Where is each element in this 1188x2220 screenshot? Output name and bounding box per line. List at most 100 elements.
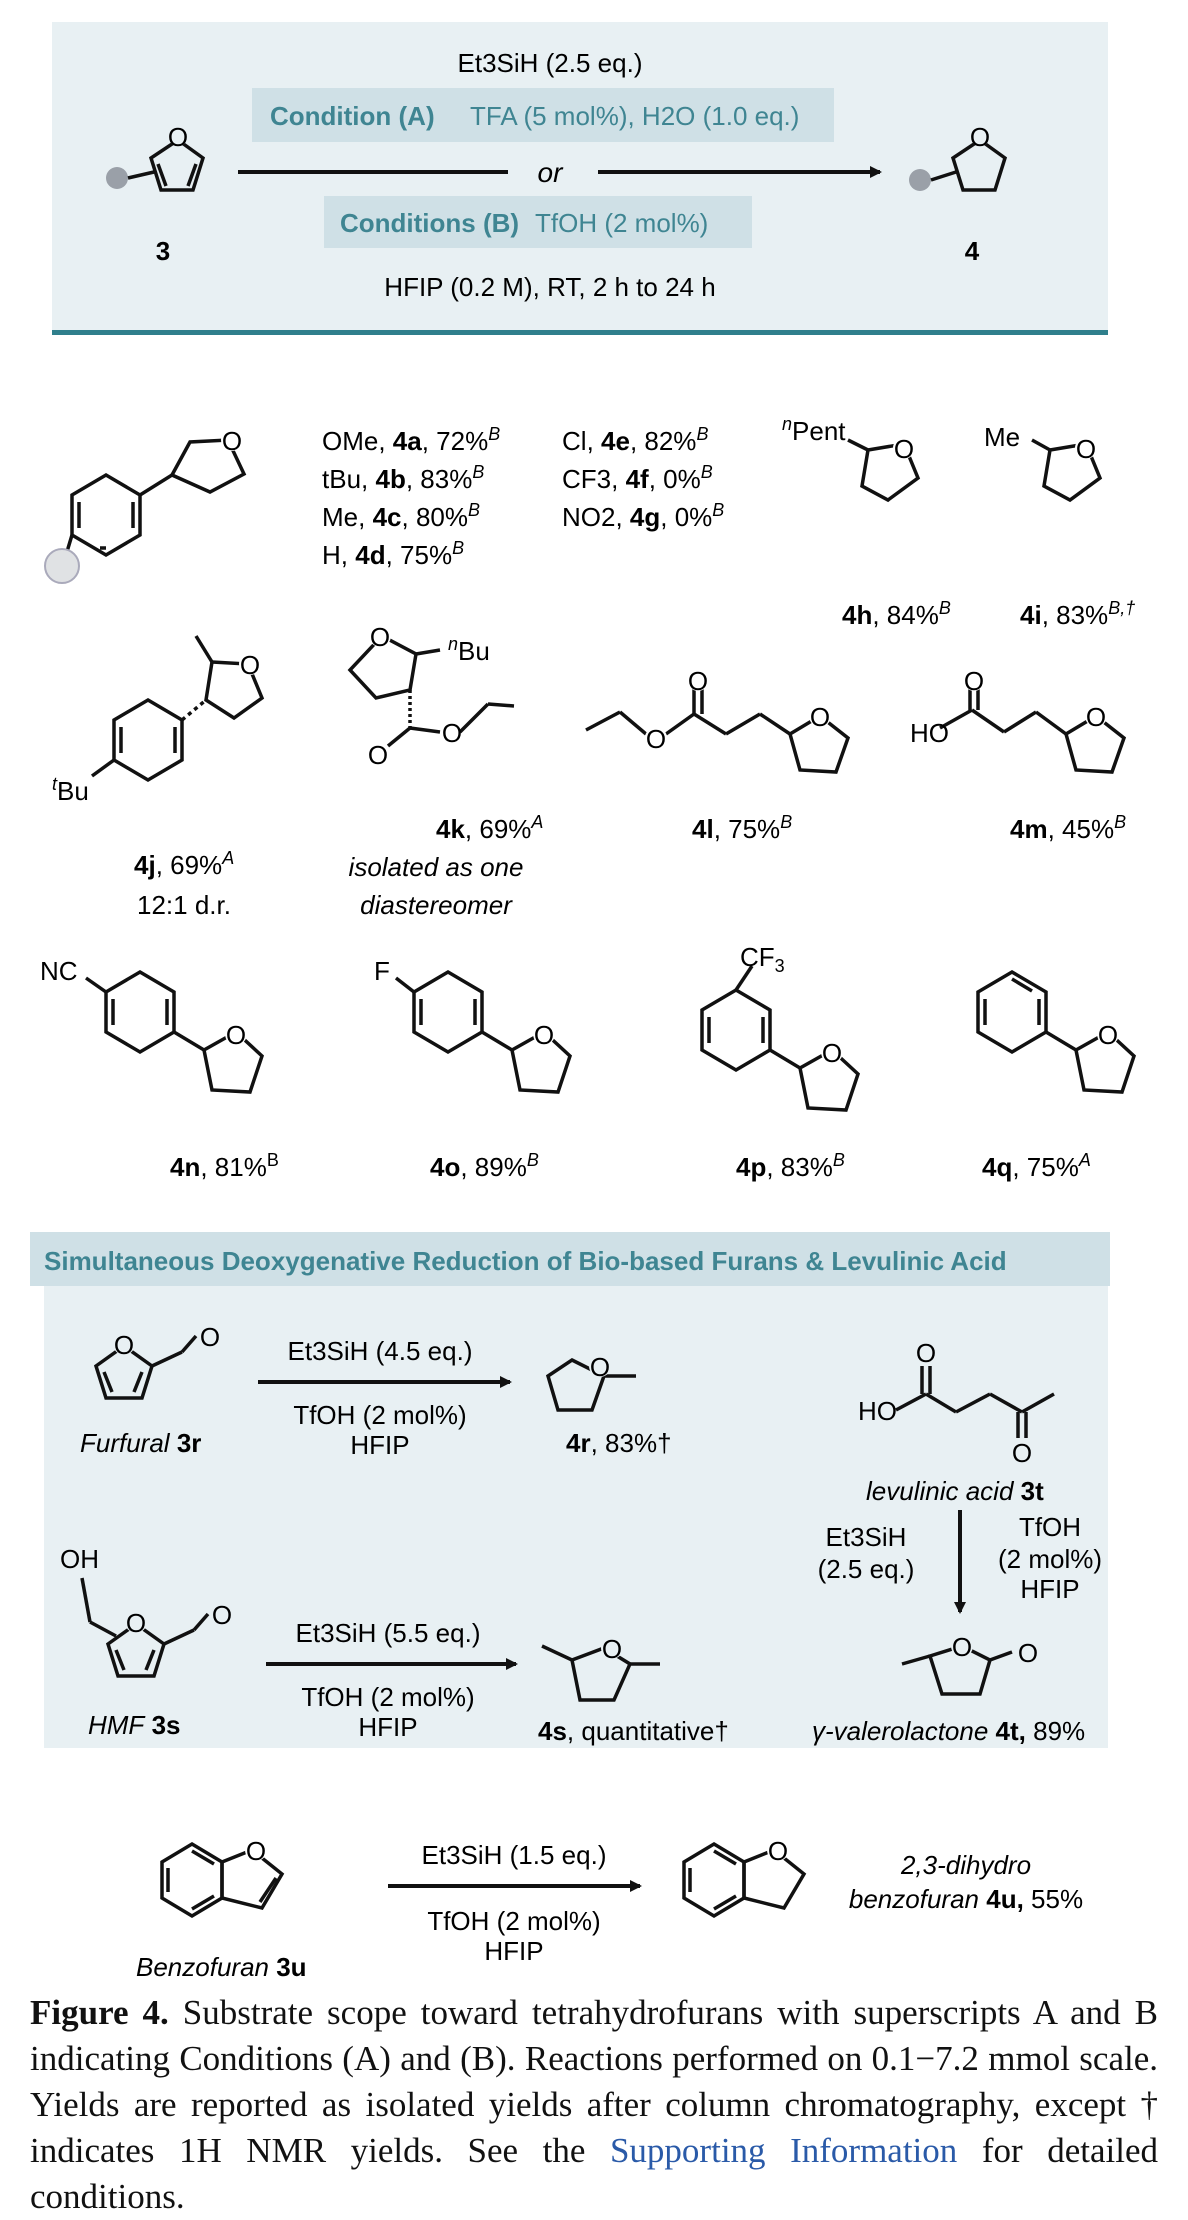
svg-text:4p, 83%B: 4p, 83%B xyxy=(736,1150,845,1182)
svg-text:4j, 69%A: 4j, 69%A xyxy=(134,848,234,880)
header-solvent: HFIP (0.2 M), RT, 2 h to 24 h xyxy=(384,272,715,302)
svg-text:HFIP: HFIP xyxy=(484,1936,543,1966)
svg-text:NC: NC xyxy=(40,956,78,986)
svg-text:O: O xyxy=(894,434,914,464)
svg-text:CF3: CF3 xyxy=(740,942,785,976)
svg-text:HFIP: HFIP xyxy=(350,1430,409,1460)
svg-text:12:1 d.r.: 12:1 d.r. xyxy=(137,890,231,920)
svg-text:nBu: nBu xyxy=(448,634,490,666)
svg-text:benzofuran 4u, 55%: benzofuran 4u, 55% xyxy=(849,1884,1083,1914)
svg-text:HMF 3s: HMF 3s xyxy=(88,1710,180,1740)
header-reagent: Et3SiH (2.5 eq.) xyxy=(458,48,643,78)
svg-text:Et3SiH (4.5 eq.): Et3SiH (4.5 eq.) xyxy=(288,1336,473,1366)
svg-text:Et3SiH: Et3SiH xyxy=(826,1522,907,1552)
svg-text:O: O xyxy=(970,122,990,152)
svg-text:O: O xyxy=(964,666,984,696)
svg-text:4i, 83%B,†: 4i, 83%B,† xyxy=(1020,598,1135,630)
product-label: 4 xyxy=(965,236,980,266)
caption-text: Substrate scope toward tetrahydrofurans … xyxy=(30,1993,1158,2170)
svg-text:4k, 69%A: 4k, 69%A xyxy=(436,812,543,844)
svg-text:O: O xyxy=(226,1020,246,1050)
svg-text:TfOH: TfOH xyxy=(1019,1512,1081,1542)
svg-text:O: O xyxy=(1012,1438,1032,1468)
svg-text:(2.5 eq.): (2.5 eq.) xyxy=(818,1554,915,1584)
svg-text:O: O xyxy=(810,702,830,732)
svg-text:O: O xyxy=(602,1634,622,1664)
compound-4k: O nBu O O 4k, 69%A isolated as one diast… xyxy=(347,622,543,920)
condition-a-text: TFA (5 mol%), H2O (1.0 eq.) xyxy=(470,101,799,131)
compound-4n: NC O 4n, 81%B xyxy=(40,956,279,1182)
figure-number: Figure 4. xyxy=(30,1993,169,2032)
compound-4q: O 4q, 75%A xyxy=(976,969,1137,1182)
svg-text:OMe, 4a, 72%B: OMe, 4a, 72%B xyxy=(322,424,500,456)
svg-text:4r, 83%†: 4r, 83%† xyxy=(566,1428,672,1458)
svg-text:O: O xyxy=(240,650,260,680)
svg-text:4h, 84%B: 4h, 84%B xyxy=(842,598,951,630)
svg-text:O: O xyxy=(246,1836,266,1866)
biobased-title: Simultaneous Deoxygenative Reduction of … xyxy=(44,1246,1007,1276)
svg-text:O: O xyxy=(646,724,666,754)
figure-caption: Figure 4. Substrate scope toward tetrahy… xyxy=(30,1990,1158,2220)
svg-text:Et3SiH (1.5 eq.): Et3SiH (1.5 eq.) xyxy=(422,1840,607,1870)
svg-text:isolated as one: isolated as one xyxy=(349,852,524,882)
condition-b-label: Conditions (B) xyxy=(340,208,519,238)
header-panel: Et3SiH (2.5 eq.) Condition (A) TFA (5 mo… xyxy=(52,22,1108,335)
condition-a-box xyxy=(252,88,834,142)
svg-text:O: O xyxy=(442,718,462,748)
compound-4j: O tBu 4j, 69%A 12:1 d.r. xyxy=(52,635,265,920)
condition-a-label: Condition (A) xyxy=(270,101,435,131)
svg-text:TfOH (2 mol%): TfOH (2 mol%) xyxy=(301,1682,474,1712)
svg-text:Cl, 4e, 82%B: Cl, 4e, 82%B xyxy=(562,424,708,456)
svg-text:tBu, 4b, 83%B: tBu, 4b, 83%B xyxy=(322,462,484,494)
svg-text:O: O xyxy=(368,740,388,770)
supporting-info-link[interactable]: Supporting Information xyxy=(609,2131,958,2170)
svg-text:NO2, 4g, 0%B: NO2, 4g, 0%B xyxy=(562,500,724,532)
svg-text:O: O xyxy=(590,1352,610,1382)
compound-4m: HO O O 4m, 45%B xyxy=(910,666,1126,844)
svg-text:4s, quantitative†: 4s, quantitative† xyxy=(538,1716,729,1746)
svg-text:O: O xyxy=(952,1632,972,1662)
svg-text:O: O xyxy=(534,1020,554,1050)
svg-text:O: O xyxy=(1076,434,1096,464)
svg-text:nPent: nPent xyxy=(782,414,846,446)
reaction-scheme: Et3SiH (2.5 eq.) Condition (A) TFA (5 mo… xyxy=(30,22,1137,1980)
svg-text:Et3SiH (5.5 eq.): Et3SiH (5.5 eq.) xyxy=(296,1618,481,1648)
svg-text:O: O xyxy=(222,426,242,456)
compound-4a-g: O OMe, 4a, 72%B tBu, 4b, 83%B Me, 4c, 80… xyxy=(44,424,724,584)
svg-text:O: O xyxy=(1018,1638,1038,1668)
svg-text:H, 4d, 75%B: H, 4d, 75%B xyxy=(322,538,464,570)
condition-b-box xyxy=(324,196,752,248)
svg-text:4n, 81%B: 4n, 81%B xyxy=(170,1150,279,1182)
svg-text:CF3, 4f, 0%B: CF3, 4f, 0%B xyxy=(562,462,713,494)
benzofuran-reaction: O Benzofuran 3u Et3SiH (1.5 eq.) TfOH (2… xyxy=(136,1836,1083,1980)
svg-text:HFIP: HFIP xyxy=(358,1712,417,1742)
svg-text:HFIP: HFIP xyxy=(1020,1574,1079,1604)
svg-text:F: F xyxy=(374,956,390,986)
svg-text:levulinic acid 3t: levulinic acid 3t xyxy=(866,1476,1044,1506)
compound-4i: O Me 4i, 83%B,† xyxy=(984,422,1135,630)
svg-text:HO: HO xyxy=(910,718,949,748)
condition-b-text: TfOH (2 mol%) xyxy=(535,208,708,238)
caption-tail: for detailed conditions. xyxy=(30,2131,1159,2216)
svg-text:tBu: tBu xyxy=(52,774,89,806)
svg-text:4q, 75%A: 4q, 75%A xyxy=(982,1150,1091,1182)
svg-text:O: O xyxy=(370,622,390,652)
svg-text:O: O xyxy=(200,1322,220,1352)
svg-text:(2 mol%): (2 mol%) xyxy=(998,1544,1102,1574)
svg-text:4o, 89%B: 4o, 89%B xyxy=(430,1150,539,1182)
svg-text:Furfural 3r: Furfural 3r xyxy=(80,1428,201,1458)
svg-text:O: O xyxy=(1098,1020,1118,1050)
svg-text:O: O xyxy=(688,666,708,696)
svg-text:Benzofuran 3u: Benzofuran 3u xyxy=(136,1952,307,1980)
or-text: or xyxy=(538,157,565,188)
svg-text:O: O xyxy=(768,1836,788,1866)
svg-text:2,3-dihydro: 2,3-dihydro xyxy=(900,1850,1031,1880)
svg-text:diastereomer: diastereomer xyxy=(360,890,513,920)
svg-text:OH: OH xyxy=(60,1544,99,1574)
svg-text:O: O xyxy=(126,1608,146,1638)
svg-text:O: O xyxy=(114,1330,134,1360)
svg-text:O: O xyxy=(168,122,188,152)
svg-text:Me: Me xyxy=(984,422,1020,452)
furan-structure xyxy=(148,137,206,192)
svg-text:O: O xyxy=(1086,702,1106,732)
